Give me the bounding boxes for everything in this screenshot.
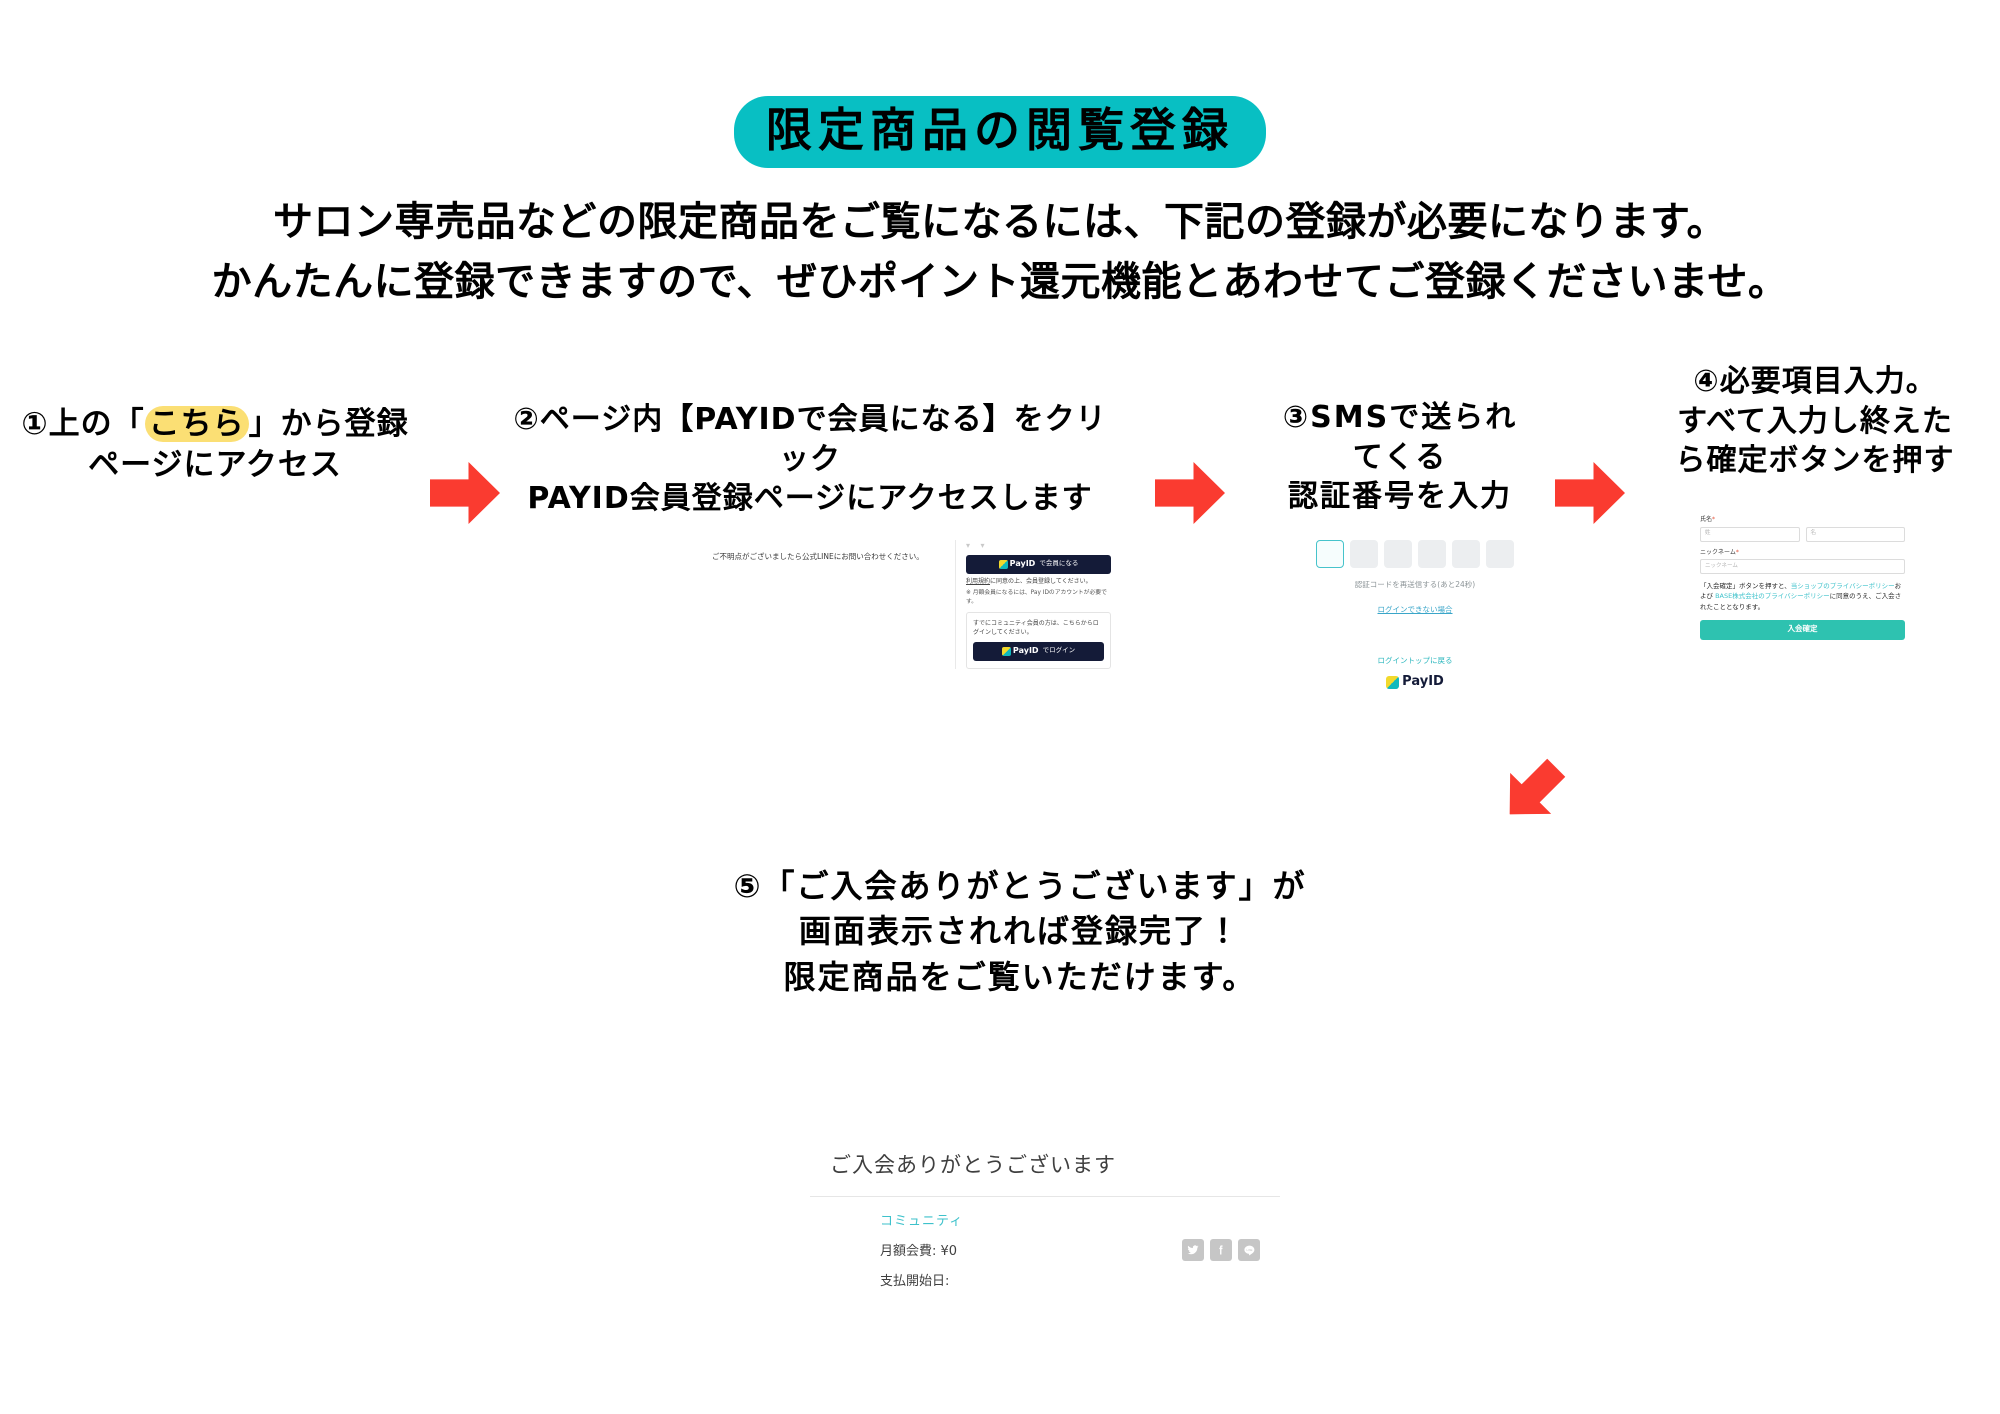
step-1-suffix: 」から登録 [248, 406, 409, 442]
step-3-line-1: ③SMSで送られ [1282, 400, 1518, 435]
confirm-membership-button[interactable]: 入会確定 [1700, 619, 1905, 640]
step-4-heading: ④必要項目入力。 すべて入力し終えた ら確定ボタンを押す [1640, 362, 1990, 481]
step-2-heading: ②ページ内【PAYIDで会員になる】をクリ ック PAYID会員登録ページにアク… [500, 400, 1120, 519]
step-4-line-2: すべて入力し終えた [1677, 403, 1953, 439]
step-4-line-1: ④必要項目入力。 [1693, 364, 1937, 399]
privacy-mid: および [1700, 582, 1902, 601]
step-3-heading: ③SMSで送られ てくる 認証番号を入力 [1250, 398, 1550, 517]
twitter-icon[interactable] [1182, 1239, 1204, 1262]
monthly-fee-label: 月額会費: [880, 1244, 937, 1260]
back-to-login-top-link[interactable]: ログイントップに戻る [1377, 655, 1453, 665]
terms-line: 利用規約に同意の上、会員登録してください。 [966, 578, 1111, 587]
resend-code-text[interactable]: 認証コードを再送信する(あと24秒) [1354, 580, 1476, 589]
monthly-fee-value: ¥0 [940, 1244, 958, 1260]
arrow-right-icon-3 [1555, 462, 1625, 524]
step-2-line-2: ック [779, 441, 841, 477]
completion-details-left: コミュニティ 月額会費: ¥0 支払開始日: [880, 1213, 963, 1303]
account-required-note: ※ 月額会員になるには、Pay IDのアカウントが必要です。 [966, 590, 1107, 605]
first-name-input[interactable]: 名 [1805, 526, 1905, 542]
existing-member-box: すでにコミュニティ会員の方は、こちらからログインしてください。 PayID でロ… [966, 611, 1111, 669]
existing-member-note: すでにコミュニティ会員の方は、こちらからログインしてください。 [973, 619, 1099, 636]
step-3-line-2: てくる [1352, 439, 1448, 475]
step-4-line-3: ら確定ボタンを押す [1675, 443, 1955, 479]
base-privacy-link[interactable]: BASE株式会社のプライバシーポリシー [1715, 592, 1830, 601]
privacy-suffix: に同意のうえ、ご入会されたこととなります。 [1700, 592, 1902, 611]
chevron-down-icon: ▾ ▾ [966, 541, 989, 550]
privacy-prefix: 「入会確定」ボタンを押すと、 [1700, 582, 1791, 591]
otp-box-6[interactable] [1486, 540, 1514, 568]
payid-logo-footer: PayID [1386, 673, 1444, 692]
page-title: 限定商品の閲覧登録 [734, 96, 1266, 169]
line-icon[interactable]: LINE [1238, 1239, 1260, 1262]
otp-box-1[interactable] [1316, 540, 1344, 568]
completion-title: ご入会ありがとうございます [830, 1153, 1116, 1177]
completion-details: コミュニティ 月額会費: ¥0 支払開始日: LINE [810, 1197, 1280, 1303]
name-required-mark: * [1712, 516, 1716, 523]
payid-logo-text-login: PayID [1012, 646, 1039, 656]
subtitle-line-2: かんたんに登録できますので、ぜひポイント還元機能とあわせてご登録くださいませ。 [211, 259, 1789, 305]
payid-mark-icon-login [1001, 646, 1011, 656]
payid-logo-login: PayID [1001, 645, 1039, 657]
arrow-down-left-icon-4 [1489, 747, 1577, 835]
subtitle-line-1: サロン専売品などの限定商品をご覧になるには、下記の登録が必要になります。 [273, 199, 1727, 245]
step-5-line-3: 限定商品をご覧いただけます。 [783, 957, 1257, 996]
nickname-required-mark: * [1735, 548, 1739, 556]
step-2-line-3: PAYID会員登録ページにアクセスします [527, 481, 1093, 517]
step-5-line-1: ⑤「ご入会ありがとうございます」が [733, 867, 1307, 905]
payid-logo: PayID [998, 558, 1036, 570]
nickname-input[interactable]: ニックネーム [1700, 559, 1905, 575]
divider [810, 1196, 1280, 1198]
payment-start-date-row: 支払開始日: [880, 1274, 950, 1290]
arrow-right-icon-2 [1155, 462, 1225, 524]
otp-box-4[interactable] [1418, 540, 1446, 568]
terms-link[interactable]: 利用規約 [966, 577, 991, 585]
payid-card: ▾ ▾ PayID で会員になる 利用規約に同意の上、会員登録してください。 ※… [955, 540, 1111, 669]
payid-join-button-label: で会員になる [1039, 559, 1079, 568]
step-1-prefix: ①上の「 [21, 406, 145, 442]
line-contact-note: ご不明点がございましたら公式LINEにお問い合わせください。 [712, 552, 924, 561]
last-name-input[interactable]: 姓 [1700, 526, 1800, 542]
svg-text:LINE: LINE [1246, 1248, 1252, 1252]
share-buttons: LINE [1182, 1239, 1260, 1262]
step-1-line-1: ①上の「こちら」から登録 [0, 404, 430, 445]
cannot-login-link[interactable]: ログインできない場合 [1377, 604, 1453, 614]
screenshot-payid-signup: ご不明点がございましたら公式LINEにお問い合わせください。 ▾ ▾ PayID… [700, 540, 1120, 685]
step-1-line-2: ページにアクセス [88, 446, 342, 483]
subtitle-block: サロン専売品などの限定商品をご覧になるには、下記の登録が必要になります。 かんた… [0, 192, 2000, 312]
step-5-line-2: 画面表示されれば登録完了！ [798, 912, 1241, 951]
name-label-text: 氏名 [1700, 516, 1713, 523]
step-5-heading: ⑤「ご入会ありがとうございます」が 画面表示されれば登録完了！ 限定商品をご覧い… [700, 864, 1340, 1000]
payid-logo-text: PayID [1009, 559, 1036, 569]
payid-login-button[interactable]: PayID でログイン [973, 641, 1104, 661]
community-name[interactable]: コミュニティ [880, 1214, 964, 1230]
otp-box-5[interactable] [1452, 540, 1480, 568]
privacy-consent-text: 「入会確定」ボタンを押すと、当ショップのプライバシーポリシーおよび BASE株式… [1700, 581, 1905, 611]
payid-join-button[interactable]: PayID で会員になる [966, 554, 1111, 574]
step-3-line-3: 認証番号を入力 [1288, 479, 1512, 515]
arrow-right-icon-1 [430, 462, 500, 524]
name-field-row: 姓 名 [1700, 526, 1905, 542]
title-banner-wrap: 限定商品の閲覧登録 [0, 96, 2000, 169]
step-1-heading: ①上の「こちら」から登録 ページにアクセス [0, 404, 430, 486]
otp-input-row [1290, 540, 1540, 568]
terms-rest: に同意の上、会員登録してください。 [990, 577, 1092, 585]
shop-privacy-link[interactable]: 当ショップのプライバシーポリシー [1790, 582, 1895, 591]
screenshot-registration-form: 氏名* 姓 名 ニックネーム* ニックネーム 「入会確定」ボタンを押すと、当ショ… [1700, 516, 1905, 666]
otp-box-3[interactable] [1384, 540, 1412, 568]
nickname-field-label: ニックネーム* [1700, 549, 1905, 558]
facebook-icon[interactable] [1210, 1239, 1232, 1262]
nickname-field-row: ニックネーム [1700, 559, 1905, 575]
payid-logo-footer-text: PayID [1402, 673, 1444, 689]
screenshot-otp-entry: 認証コードを再送信する(あと24秒) ログインできない場合 ログイントップに戻る… [1290, 540, 1540, 710]
payid-mark-icon [998, 559, 1008, 569]
step-1-highlight: こちら [144, 406, 249, 442]
name-field-label: 氏名* [1700, 516, 1905, 525]
otp-box-2[interactable] [1350, 540, 1378, 568]
payid-login-button-label: でログイン [1042, 646, 1076, 655]
monthly-fee-row: 月額会費: ¥0 [880, 1243, 963, 1262]
payid-mark-icon-footer [1386, 675, 1400, 689]
step-2-line-1: ②ページ内【PAYIDで会員になる】をクリ [513, 402, 1107, 437]
screenshot-membership-complete: ご入会ありがとうございます コミュニティ 月額会費: ¥0 支払開始日: LIN… [810, 1150, 1280, 1310]
nickname-label-text: ニックネーム [1700, 548, 1736, 556]
